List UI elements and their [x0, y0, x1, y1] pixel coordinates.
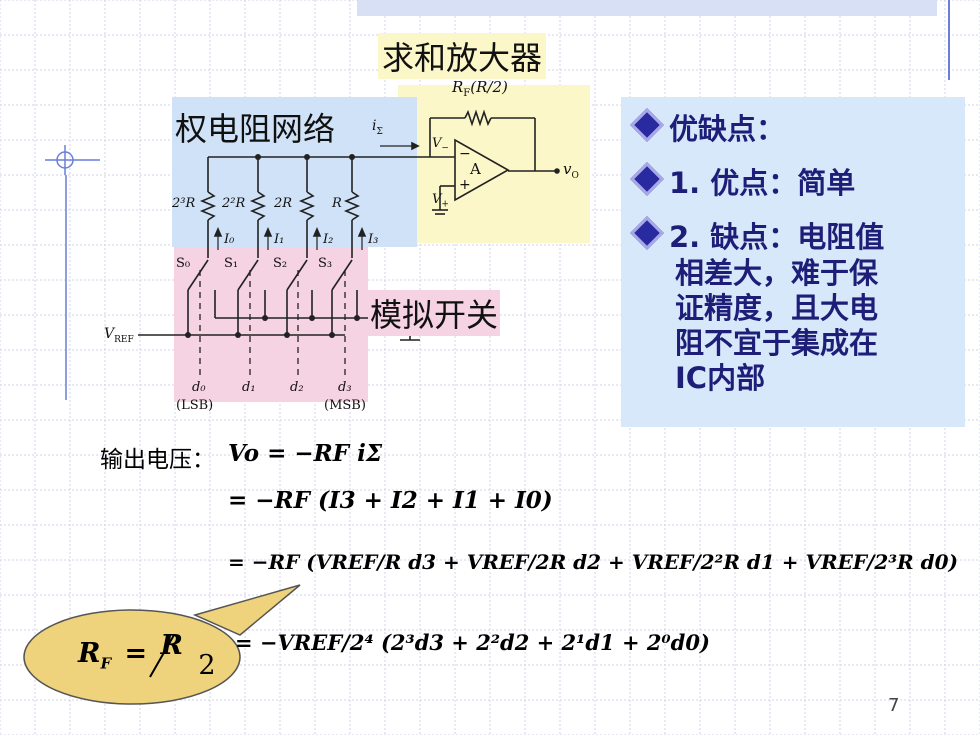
lsb-label: (LSB): [176, 398, 214, 413]
bit-label-3: d₃: [338, 380, 352, 395]
formula-line-4: = −VREF/2⁴ (2³d3 + 2²d2 + 2¹d1 + 2⁰d0): [235, 630, 710, 655]
current-label-0: I₀: [224, 232, 235, 247]
formula-line-1: Vo = −RF iΣ: [228, 440, 383, 467]
opamp-label: A: [470, 160, 481, 178]
current-label-3: I₃: [368, 232, 379, 247]
bullet-pros: 1. 优点：简单: [630, 162, 855, 199]
diamond-bullet-icon: [630, 216, 664, 250]
label-analog-switch: 模拟开关: [368, 290, 501, 336]
current-label-1: I₁: [274, 232, 285, 247]
formula-line-3: = −RF (VREF/R d3 + VREF/2R d2 + VREF/2²R…: [228, 550, 958, 574]
switch-label-3: S₃: [318, 256, 333, 271]
resistor-label-1: 2²R: [222, 196, 246, 211]
bit-label-2: d₂: [290, 380, 304, 395]
resistor-label-3: R: [332, 196, 342, 211]
cons-line-2: 相差大，难于保: [675, 256, 879, 290]
formula-line-2: = −RF (I3 + I2 + I1 + I0): [228, 487, 553, 514]
v-plus-label: V+: [432, 192, 449, 210]
network-highlight: [172, 97, 417, 247]
cons-line-3: 证精度，且大电: [675, 291, 879, 325]
switch-label-1: S₁: [224, 256, 239, 271]
vref-label: VREF: [104, 326, 134, 345]
cons-line-5: IC内部: [675, 361, 766, 395]
resistor-label-2: 2R: [274, 196, 293, 211]
label-weighted-network: 权电阻网络: [175, 110, 336, 148]
bullet-cons: 2. 缺点：电阻值: [630, 216, 884, 253]
pros-cons-panel: 优缺点： 1. 优点：简单 2. 缺点：电阻值 相差大，难于保 证精度，且大电 …: [621, 97, 965, 427]
diamond-bullet-icon: [630, 108, 664, 142]
v-minus-label: V−: [432, 136, 449, 154]
switch-label-0: S₀: [176, 256, 191, 271]
cons-line-4: 阻不宜于集成在: [675, 326, 879, 360]
vo-label: vO: [563, 160, 579, 181]
bullet-title: 优缺点：: [630, 108, 785, 145]
label-summing-amplifier: 求和放大器: [378, 33, 547, 79]
diamond-bullet-icon: [630, 162, 664, 196]
callout-bubble: [23, 609, 241, 705]
i-sigma-label: iΣ: [372, 118, 383, 137]
top-accent-bar: [357, 0, 937, 16]
current-label-2: I₂: [323, 232, 334, 247]
rf-label: RF(R/2): [452, 78, 508, 99]
switch-highlight: [174, 247, 368, 402]
bit-label-1: d₁: [242, 380, 256, 395]
right-accent-rule: [948, 0, 950, 80]
callout-formula: RF = R 2: [78, 630, 216, 681]
switch-label-2: S₂: [273, 256, 288, 271]
resistor-label-0: 2³R: [172, 196, 196, 211]
opamp-highlight: [398, 85, 590, 243]
opamp-minus-sign: −: [459, 146, 471, 162]
msb-label: (MSB): [324, 398, 366, 413]
page-number: 7: [888, 695, 900, 716]
formula-lead: 输出电压：: [100, 447, 215, 473]
callout-pointer: [192, 584, 301, 636]
opamp-plus-sign: +: [459, 177, 471, 193]
bit-label-0: d₀: [192, 380, 206, 395]
